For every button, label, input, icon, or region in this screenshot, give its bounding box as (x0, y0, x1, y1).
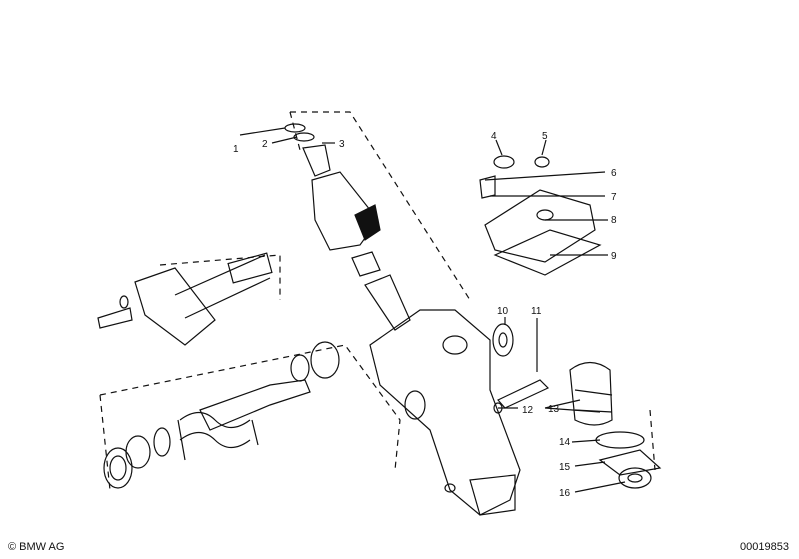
callout-2: 2 (262, 139, 268, 150)
callout-15: 15 (559, 462, 571, 473)
drawing-number: 00019853 (740, 541, 789, 553)
callout-10: 10 (497, 306, 509, 317)
callout-7: 7 (611, 192, 617, 203)
callout-8: 8 (611, 215, 617, 226)
callout-3: 3 (339, 139, 345, 150)
callout-13: 13 (548, 404, 560, 415)
callout-9: 9 (611, 251, 617, 262)
callout-11: 11 (531, 306, 542, 317)
callout-5: 5 (542, 131, 548, 142)
callout-14: 14 (559, 437, 571, 448)
callout-12: 12 (522, 405, 534, 416)
callout-1: 1 (233, 144, 239, 155)
callout-6: 6 (611, 168, 617, 179)
copyright-text: © BMW AG (8, 541, 65, 553)
callout-16: 16 (559, 488, 571, 499)
callout-4: 4 (491, 131, 497, 142)
